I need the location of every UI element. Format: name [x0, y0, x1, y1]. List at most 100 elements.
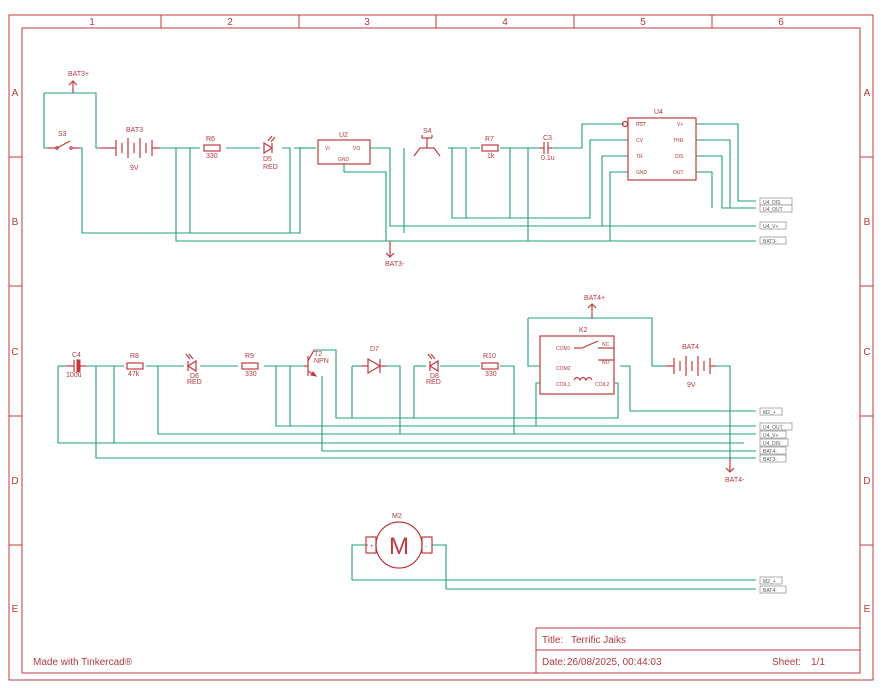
title-block: [535, 627, 860, 673]
u4-cv-pin: CV: [636, 138, 644, 144]
d7-diode: [362, 357, 386, 375]
c4-label: C4: [72, 352, 81, 359]
d5-label: D5: [263, 156, 272, 163]
row-label: E: [864, 604, 871, 615]
k2-nc-pin: NC: [602, 342, 610, 348]
bat4-minus-label: BAT4-: [725, 477, 745, 484]
svg-text:U4_DIS: U4_DIS: [763, 200, 781, 206]
s4-pushbutton: [413, 135, 441, 157]
svg-text:U4_V+: U4_V+: [763, 224, 779, 230]
d8-label: D8: [430, 373, 439, 380]
r8-label: R8: [130, 353, 139, 360]
bat3-value: 9V: [130, 165, 139, 172]
k2-coil1-pin: COIL1: [556, 382, 571, 388]
date-label: Date:: [542, 657, 566, 668]
r6-label: R6: [206, 136, 215, 143]
k2-no-pin: NO: [602, 360, 610, 366]
net-label-top-1: U4_OUT: [759, 204, 793, 213]
bat4-plus-label: BAT4+: [584, 295, 605, 302]
sheet-label: Sheet:: [772, 657, 801, 668]
svg-text:U4_OUT: U4_OUT: [763, 425, 783, 431]
d8-led: [427, 353, 439, 373]
t2-value: NPN: [314, 358, 329, 365]
r9-resistor: [241, 362, 259, 370]
svg-text:M2_+: M2_+: [763, 410, 776, 416]
wires: [43, 92, 756, 590]
svg-text:BAT4-: BAT4-: [763, 449, 777, 455]
c3-label: C3: [543, 135, 552, 142]
bat3-battery: [100, 138, 160, 158]
svg-text:+: +: [370, 544, 374, 550]
column-label: 2: [227, 17, 233, 28]
k2-relay: [539, 335, 615, 395]
m2-symbol: M: [389, 533, 409, 560]
u4-dis-pin: DIS: [675, 154, 684, 160]
column-label: 5: [640, 17, 646, 28]
s4-label: S4: [423, 128, 432, 135]
m2-motor: + -: [365, 521, 433, 569]
r6-resistor: [203, 144, 221, 152]
net-label-middle-5: BAT3-: [759, 454, 787, 463]
svg-text:U4_DIS: U4_DIS: [763, 441, 781, 447]
bat4-value: 9V: [687, 382, 696, 389]
r10-resistor: [481, 362, 499, 370]
t2-transistor: [304, 349, 318, 377]
r7-value: 1k: [487, 153, 495, 160]
s3-switch: [48, 140, 80, 150]
net-label-middle-4: BAT4-: [759, 446, 787, 455]
r6-value: 330: [206, 153, 218, 160]
bat4-label: BAT4: [682, 344, 699, 351]
r9-value: 330: [245, 371, 257, 378]
r9-label: R9: [245, 353, 254, 360]
r8-value: 47k: [128, 371, 140, 378]
row-label: B: [12, 217, 19, 228]
bat3-plus-label: BAT3+: [68, 71, 89, 78]
d6-value: RED: [187, 379, 202, 386]
u2-label: U2: [339, 132, 348, 139]
svg-text:U4_OUT: U4_OUT: [763, 207, 783, 213]
title-label: Title:: [542, 635, 563, 646]
u4-gnd-pin: GND: [636, 170, 648, 176]
date-value: 26/08/2025, 00:44:03: [567, 657, 662, 668]
k2-coil2-pin: COIL2: [595, 382, 610, 388]
u2-regulator: [317, 139, 371, 165]
u4-label: U4: [654, 109, 663, 116]
u2-vo-pin: VO: [353, 146, 360, 152]
bat3-label: BAT3: [126, 127, 143, 134]
u4-timer: [621, 117, 697, 181]
net-label-middle-3: U4_DIS: [759, 438, 789, 447]
net-label-middle-0: M2_+: [759, 407, 783, 416]
net-label-top-2: U4_V+: [759, 221, 787, 230]
k2-com2-pin: COM2: [556, 366, 571, 372]
svg-text:M2_+: M2_+: [763, 579, 776, 585]
c3-capacitor: [540, 142, 552, 154]
u4-out-pin: OUT: [673, 170, 684, 176]
net-label-bottom-0: M2_+: [759, 576, 783, 585]
title-value: Terrific Jaiks: [571, 635, 626, 646]
net-label-middle-2: U4_V+: [759, 430, 787, 439]
net-label-middle-1: U4_OUT: [759, 422, 793, 431]
row-label: C: [11, 347, 18, 358]
t2-label: T2: [314, 351, 322, 358]
svg-text:U4_V+: U4_V+: [763, 433, 779, 439]
u4-thr-pin: THR: [673, 138, 684, 144]
bat4-minus-symbol: [725, 458, 735, 473]
d5-value: RED: [263, 164, 278, 171]
k2-com1-pin: COM1: [556, 346, 571, 352]
row-label: E: [12, 604, 19, 615]
made-with-label: Made with Tinkercad®: [33, 657, 133, 668]
svg-text:BAT4-: BAT4-: [763, 588, 777, 594]
s3-label: S3: [58, 131, 67, 138]
bat3-plus-symbol: [68, 80, 78, 93]
column-label: 1: [89, 17, 95, 28]
row-label: B: [864, 217, 871, 228]
bat3-minus-label: BAT3-: [385, 261, 405, 268]
sheet-value: 1/1: [811, 657, 825, 668]
sheet-frame: [8, 14, 874, 681]
d6-led: [185, 353, 197, 373]
d7-label: D7: [370, 346, 379, 353]
r10-label: R10: [483, 353, 496, 360]
row-label: D: [11, 476, 18, 487]
net-label-top-3: BAT3-: [759, 236, 787, 245]
bat4-plus-symbol: [587, 303, 597, 318]
